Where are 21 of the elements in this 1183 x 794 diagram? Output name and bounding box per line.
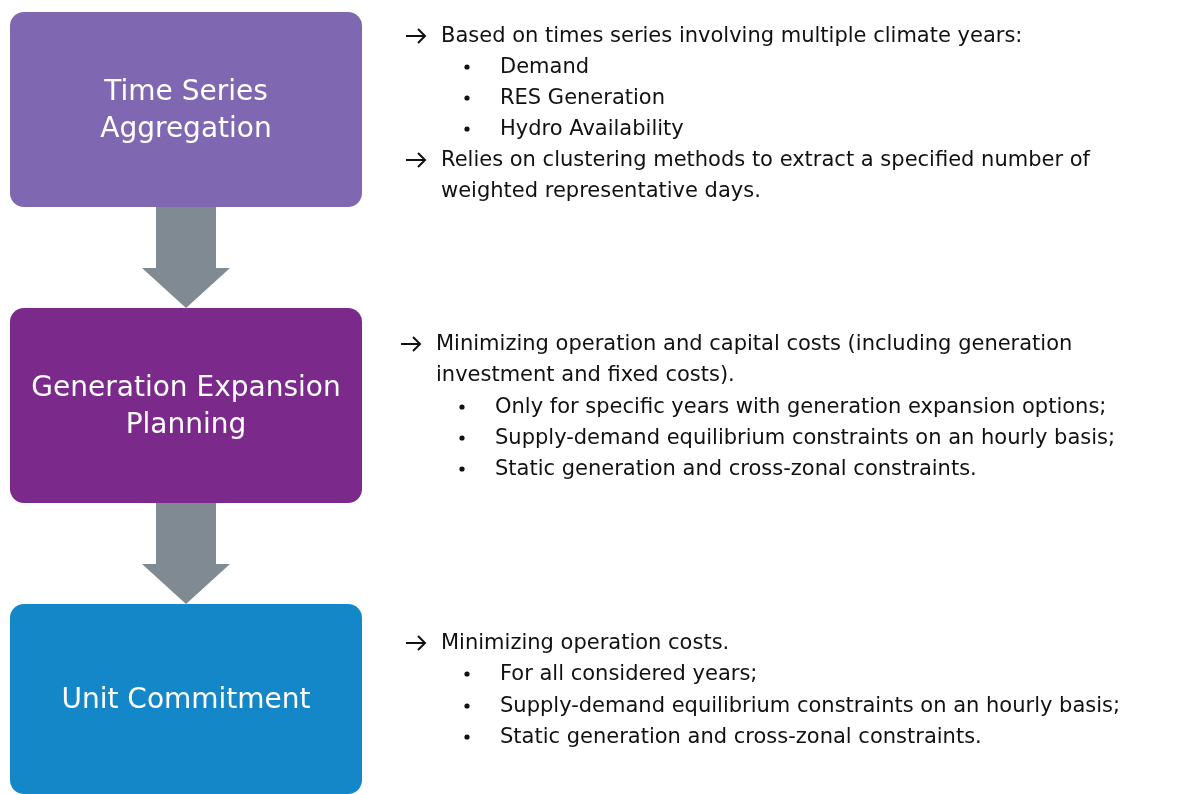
bullet-text: Supply-demand equilibrium constraints on an hourly basis;: [500, 692, 1122, 719]
bullet-text: Demand: [500, 53, 591, 80]
bullet-text: Based on times series involving multiple climate years:: [441, 22, 1024, 49]
bullet-text: Hydro Availability: [500, 115, 685, 142]
process-box: [10, 12, 362, 207]
bullet-text: Static generation and cross-zonal constraints.: [500, 723, 983, 750]
bullet-text: Supply-demand equilibrium constraints on an hourly basis;: [495, 424, 1117, 451]
box-title: Time Series Aggregation: [99, 73, 273, 146]
process-box: [10, 604, 362, 794]
bullet-text: Only for specific years with generation expansion options;: [495, 393, 1108, 420]
box-title: Generation Expansion Planning: [30, 369, 342, 442]
process-box: [10, 308, 362, 503]
bullet-text: Relies on clustering methods to extract a specified number of weighted representative days.: [441, 146, 1092, 204]
box-title: Unit Commitment: [61, 680, 311, 717]
bullet-text: Minimizing operation costs.: [441, 629, 731, 656]
bullet-text: For all considered years;: [500, 660, 759, 687]
bullet-text: Minimizing operation and capital costs (including generation investment and fixed costs).: [436, 330, 1074, 388]
bullet-text: Static generation and cross-zonal constraints.: [495, 455, 978, 482]
block-arrow: [142, 207, 230, 308]
block-arrow: [142, 503, 230, 604]
bullet-text: RES Generation: [500, 84, 667, 111]
